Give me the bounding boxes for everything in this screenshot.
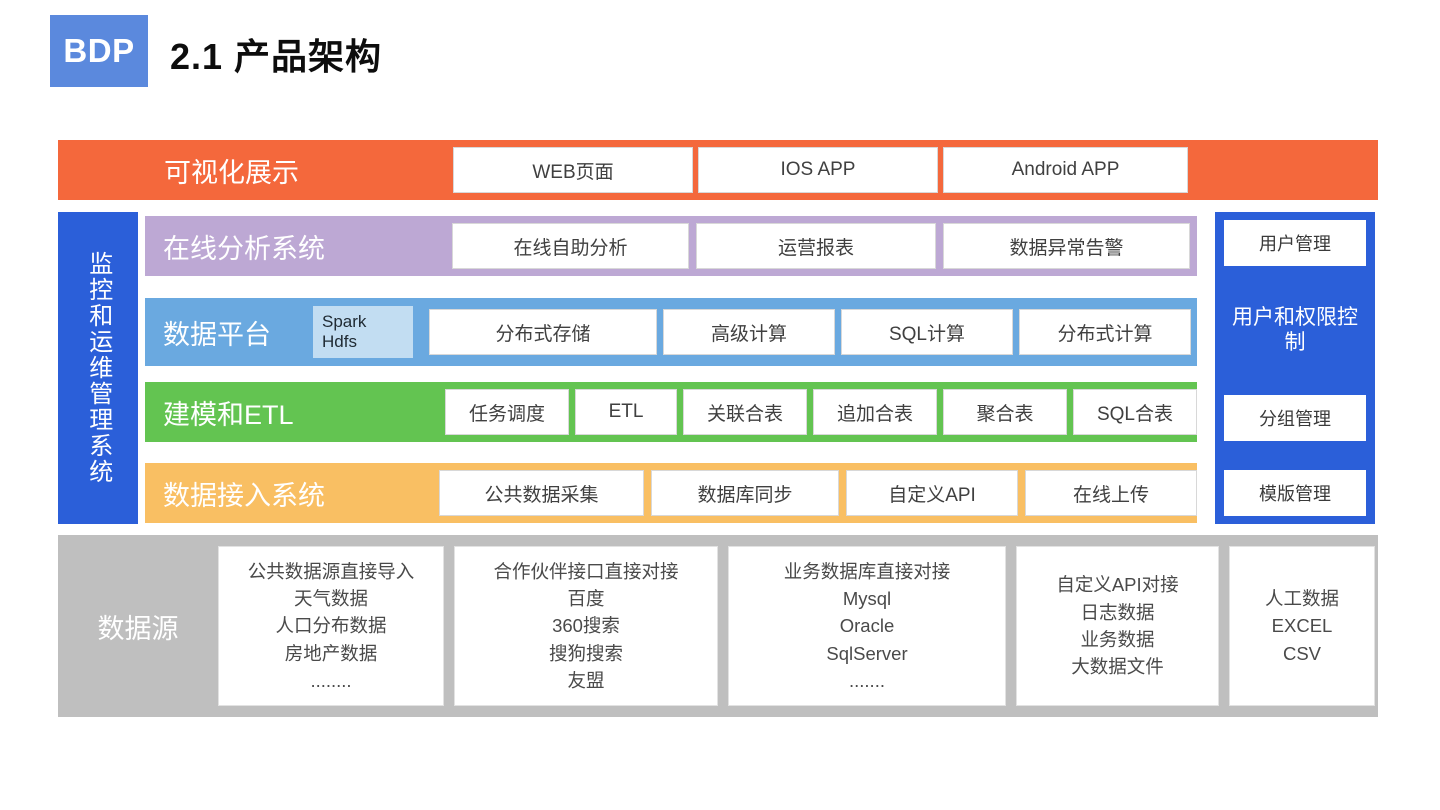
- cell-android-app[interactable]: Android APP: [943, 147, 1188, 193]
- cell-append-table[interactable]: 追加合表: [813, 389, 937, 435]
- cell-custom-api[interactable]: 自定义API: [846, 470, 1018, 516]
- permission-control-label: 用户和权限控制: [1232, 305, 1358, 354]
- source-line: 合作伙伴接口直接对接: [493, 560, 679, 582]
- source-card-business-db[interactable]: 业务数据库直接对接 Mysql Oracle SqlServer .......: [728, 546, 1006, 706]
- cell-database-sync[interactable]: 数据库同步: [651, 470, 839, 516]
- layer-modeling-etl-cells: 任务调度 ETL 关联合表 追加合表 聚合表 SQL合表: [445, 389, 1197, 435]
- source-card-custom-api[interactable]: 自定义API对接 日志数据 业务数据 大数据文件: [1016, 546, 1219, 706]
- cell-web[interactable]: WEB页面: [453, 147, 693, 193]
- source-line: ........: [310, 670, 352, 692]
- source-line: 人口分布数据: [275, 615, 387, 637]
- layer-data-platform-cells: 分布式存储 高级计算 SQL计算 分布式计算: [429, 309, 1191, 355]
- source-line: 大数据文件: [1071, 656, 1164, 678]
- layer-modeling-etl: 建模和ETL 任务调度 ETL 关联合表 追加合表 聚合表 SQL合表: [145, 382, 1197, 442]
- cell-online-upload[interactable]: 在线上传: [1025, 470, 1197, 516]
- layer-data-source-label: 数据源: [97, 613, 179, 644]
- spark-label: Spark: [322, 312, 367, 332]
- layer-modeling-etl-label: 建模和ETL: [163, 399, 294, 430]
- cell-task-schedule[interactable]: 任务调度: [445, 389, 569, 435]
- source-line: CSV: [1282, 642, 1322, 664]
- layer-visualization-cells: WEB页面 IOS APP Android APP: [453, 147, 1188, 193]
- cell-sql-table[interactable]: SQL合表: [1073, 389, 1197, 435]
- bdp-logo: BDP: [50, 15, 148, 87]
- source-line: 业务数据: [1080, 629, 1155, 650]
- cell-join-table[interactable]: 关联合表: [683, 389, 807, 435]
- cell-sql-compute[interactable]: SQL计算: [841, 309, 1013, 355]
- cell-distributed-compute[interactable]: 分布式计算: [1019, 309, 1191, 355]
- monitoring-ops-rail: 监控和运维管理系统: [58, 212, 138, 524]
- cell-user-management[interactable]: 用户管理: [1224, 220, 1366, 266]
- cell-etl[interactable]: ETL: [575, 389, 677, 435]
- layer-data-platform-label: 数据平台: [163, 319, 271, 350]
- logo-text: BDP: [63, 32, 135, 69]
- source-line: 友盟: [567, 670, 605, 692]
- cell-distributed-storage[interactable]: 分布式存储: [429, 309, 657, 355]
- source-line: 人工数据: [1264, 587, 1339, 609]
- source-line: Mysql: [842, 587, 892, 609]
- source-card-manual[interactable]: 人工数据 EXCEL CSV: [1229, 546, 1375, 706]
- source-line: 百度: [567, 587, 605, 609]
- layer-analysis-label: 在线分析系统: [163, 233, 325, 264]
- layer-visualization: 可视化展示 WEB页面 IOS APP Android APP: [58, 140, 1378, 200]
- hdfs-label: Hdfs: [322, 331, 357, 351]
- source-line: 天气数据: [293, 587, 368, 609]
- source-card-partner[interactable]: 合作伙伴接口直接对接 百度 360搜索 搜狗搜索 友盟: [454, 546, 718, 706]
- layer-visualization-label: 可视化展示: [164, 157, 299, 188]
- user-permission-panel: 用户管理 用户和权限控制 分组管理 模版管理: [1215, 212, 1375, 524]
- cell-self-service-analysis[interactable]: 在线自助分析: [452, 223, 689, 269]
- source-line: 公共数据源直接导入: [247, 560, 415, 582]
- cell-data-anomaly-alert[interactable]: 数据异常告警: [943, 223, 1190, 269]
- spark-hdfs-badge: Spark Hdfs: [313, 306, 413, 358]
- source-line: SqlServer: [826, 642, 908, 664]
- source-line: 房地产数据: [284, 642, 378, 664]
- cell-public-data-collect[interactable]: 公共数据采集: [439, 470, 644, 516]
- layer-analysis: 在线分析系统 在线自助分析 运营报表 数据异常告警: [145, 216, 1197, 276]
- cell-operation-report[interactable]: 运营报表: [696, 223, 936, 269]
- cell-advanced-compute[interactable]: 高级计算: [663, 309, 835, 355]
- data-source-cards: 公共数据源直接导入 天气数据 人口分布数据 房地产数据 ........ 合作伙…: [218, 546, 1375, 706]
- page-title: 2.1 产品架构: [170, 36, 383, 77]
- layer-analysis-cells: 在线自助分析 运营报表 数据异常告警: [452, 223, 1190, 269]
- cell-ios-app[interactable]: IOS APP: [698, 147, 938, 193]
- cell-group-management[interactable]: 分组管理: [1224, 395, 1366, 442]
- cell-aggregate-table[interactable]: 聚合表: [943, 389, 1067, 435]
- source-line: Oracle: [839, 615, 895, 637]
- layer-data-ingest-cells: 公共数据采集 数据库同步 自定义API 在线上传: [439, 470, 1197, 516]
- source-line: 搜狗搜索: [548, 642, 623, 664]
- layer-data-platform: 数据平台 Spark Hdfs 分布式存储 高级计算 SQL计算 分布式计算: [145, 298, 1197, 366]
- layer-data-source: 数据源 公共数据源直接导入 天气数据 人口分布数据 房地产数据 ........…: [58, 535, 1378, 717]
- layer-data-ingest: 数据接入系统 公共数据采集 数据库同步 自定义API 在线上传: [145, 463, 1197, 523]
- source-card-public[interactable]: 公共数据源直接导入 天气数据 人口分布数据 房地产数据 ........: [218, 546, 444, 706]
- source-line: 自定义API对接: [1056, 574, 1179, 596]
- cell-template-management[interactable]: 模版管理: [1224, 469, 1366, 516]
- source-line: EXCEL: [1271, 615, 1333, 637]
- source-line: 日志数据: [1080, 601, 1155, 623]
- source-line: 360搜索: [552, 615, 620, 637]
- source-line: .......: [849, 670, 885, 692]
- slide-header: BDP 2.1 产品架构: [0, 0, 1440, 110]
- layer-data-ingest-label: 数据接入系统: [163, 480, 325, 511]
- source-line: 业务数据库直接对接: [783, 560, 951, 582]
- monitoring-ops-rail-label: 监控和运维管理系统: [84, 251, 112, 485]
